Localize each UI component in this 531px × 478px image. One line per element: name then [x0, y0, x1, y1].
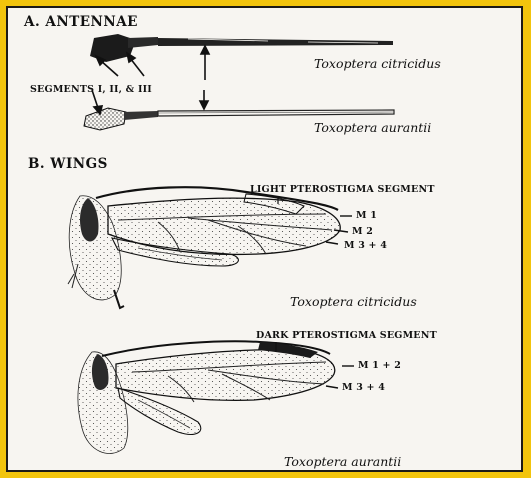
illustration	[8, 8, 525, 474]
antenna-species-top: Toxoptera citricidus	[314, 56, 441, 71]
wing-citricidus	[68, 187, 352, 308]
wing1-species: Toxoptera citricidus	[290, 294, 417, 309]
section-b-title: B. WINGS	[28, 156, 108, 172]
wing1-pterostigma-label: LIGHT PTEROSTIGMA SEGMENT	[250, 184, 435, 195]
figure-frame: A. ANTENNAE Toxoptera citricidus SEGMENT…	[6, 6, 523, 472]
section-a-title: A. ANTENNAE	[24, 14, 138, 30]
wing2-pterostigma-label: DARK PTEROSTIGMA SEGMENT	[256, 330, 437, 341]
segments-label: SEGMENTS I, II, & III	[30, 84, 152, 95]
antenna-species-bottom: Toxoptera aurantii	[314, 120, 431, 135]
wing2-vein-m34: M 3 + 4	[342, 382, 385, 393]
wing2-species: Toxoptera aurantii	[284, 454, 401, 469]
wing1-vein-m2: M 2	[352, 226, 373, 237]
wing2-vein-m12: M 1 + 2	[358, 360, 401, 371]
wing-aurantii	[78, 341, 354, 453]
wing1-vein-m34: M 3 + 4	[344, 240, 387, 251]
wing1-vein-m1: M 1	[356, 210, 377, 221]
